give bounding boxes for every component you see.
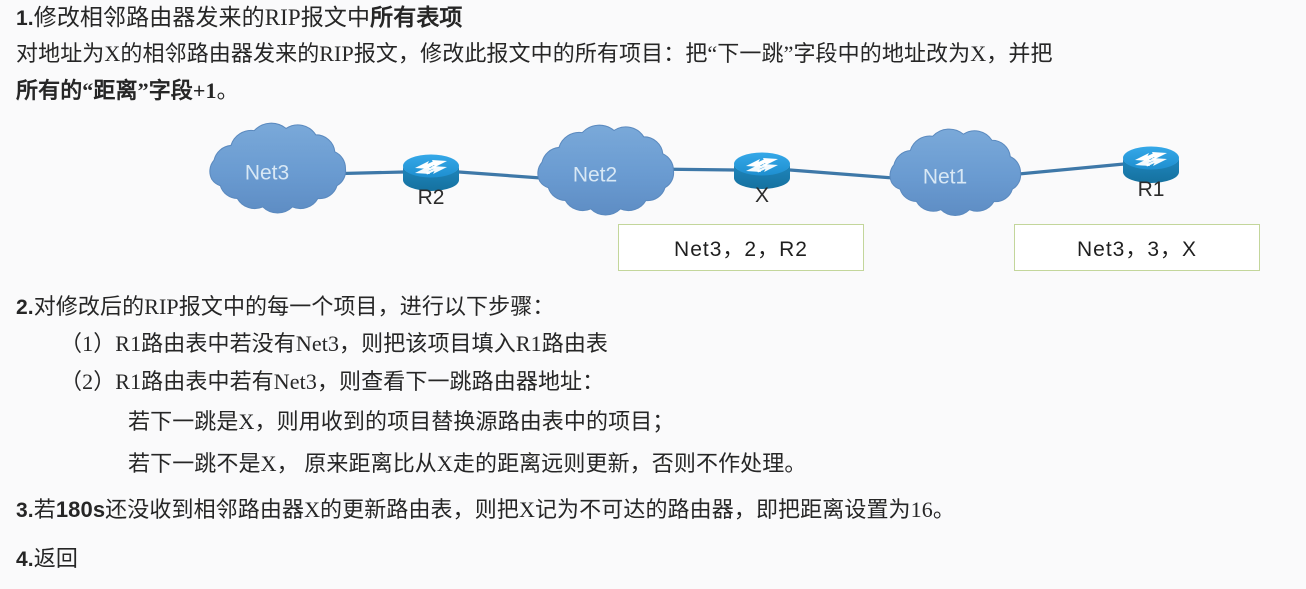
step2-sub2-detail1: 若下一跳是X，则用收到的项目替换源路由表中的项目； xyxy=(128,409,675,434)
router-r2-label: R2 xyxy=(418,186,445,209)
router-x-label: X xyxy=(755,184,769,207)
step3-number: 3. xyxy=(16,499,34,522)
step4-number: 4. xyxy=(16,548,34,571)
step3-suffix: 还没收到相邻路由器X的更新路由表，则把X记为不可达的路由器，即把距离设置为16。 xyxy=(105,497,955,522)
step2-sub1: （1）R1路由表中若没有Net3，则把该项目填入R1路由表 xyxy=(60,331,609,356)
step1-title-bold: 所有表项 xyxy=(370,5,463,30)
cloud-net3-label: Net3 xyxy=(245,162,289,185)
step2-sub2: （2）R1路由表中若有Net3，则查看下一跳路由器地址： xyxy=(60,369,605,394)
step2-sub2-detail2: 若下一跳不是X， 原来距离比从X走的距离远则更新，否则不作处理。 xyxy=(128,451,807,476)
step4-line: 4.返回 xyxy=(16,546,78,571)
link-x-net1 xyxy=(788,168,895,180)
step1-body-line2-tail: 。 xyxy=(216,78,239,103)
step3-prefix: 若 xyxy=(33,497,56,522)
step1-title: 1.修改相邻路由器发来的RIP报文中所有表项 xyxy=(16,6,463,29)
step3-bold-duration: 180s xyxy=(55,497,106,522)
cloud-net1-label: Net1 xyxy=(923,166,967,189)
step1-body-line1: 对地址为X的相邻路由器发来的RIP报文，修改此报文中的所有项目：把“下一跳”字段… xyxy=(16,41,1053,66)
step1-title-normal: 修改相邻路由器发来的RIP报文中 xyxy=(33,5,371,30)
step3-line: 3.若180s还没收到相邻路由器X的更新路由表，则把X记为不可达的路由器，即把距… xyxy=(16,497,955,522)
callout-route-entry-right: Net3，3，X xyxy=(1014,224,1260,271)
callout-route-entry-left: Net3，2，R2 xyxy=(618,224,864,271)
step1-number: 1. xyxy=(16,7,34,30)
step2-title: 2.对修改后的RIP报文中的每一个项目，进行以下步骤： xyxy=(16,294,555,319)
step2-text: 对修改后的RIP报文中的每一个项目，进行以下步骤： xyxy=(33,294,555,319)
network-topology-diagram: Net3 Net2 Net1 R2 X R1 xyxy=(0,120,1306,280)
cloud-net2-label: Net2 xyxy=(573,164,617,187)
link-r2-net2 xyxy=(457,170,543,180)
step1-body-line2: 所有的“距离”字段+1。 xyxy=(16,80,239,102)
router-r1-label: R1 xyxy=(1138,178,1165,201)
step2-number: 2. xyxy=(16,296,34,319)
step4-text: 返回 xyxy=(33,546,78,571)
step1-body-line2-bold: 所有的“距离”字段+1 xyxy=(16,78,217,103)
